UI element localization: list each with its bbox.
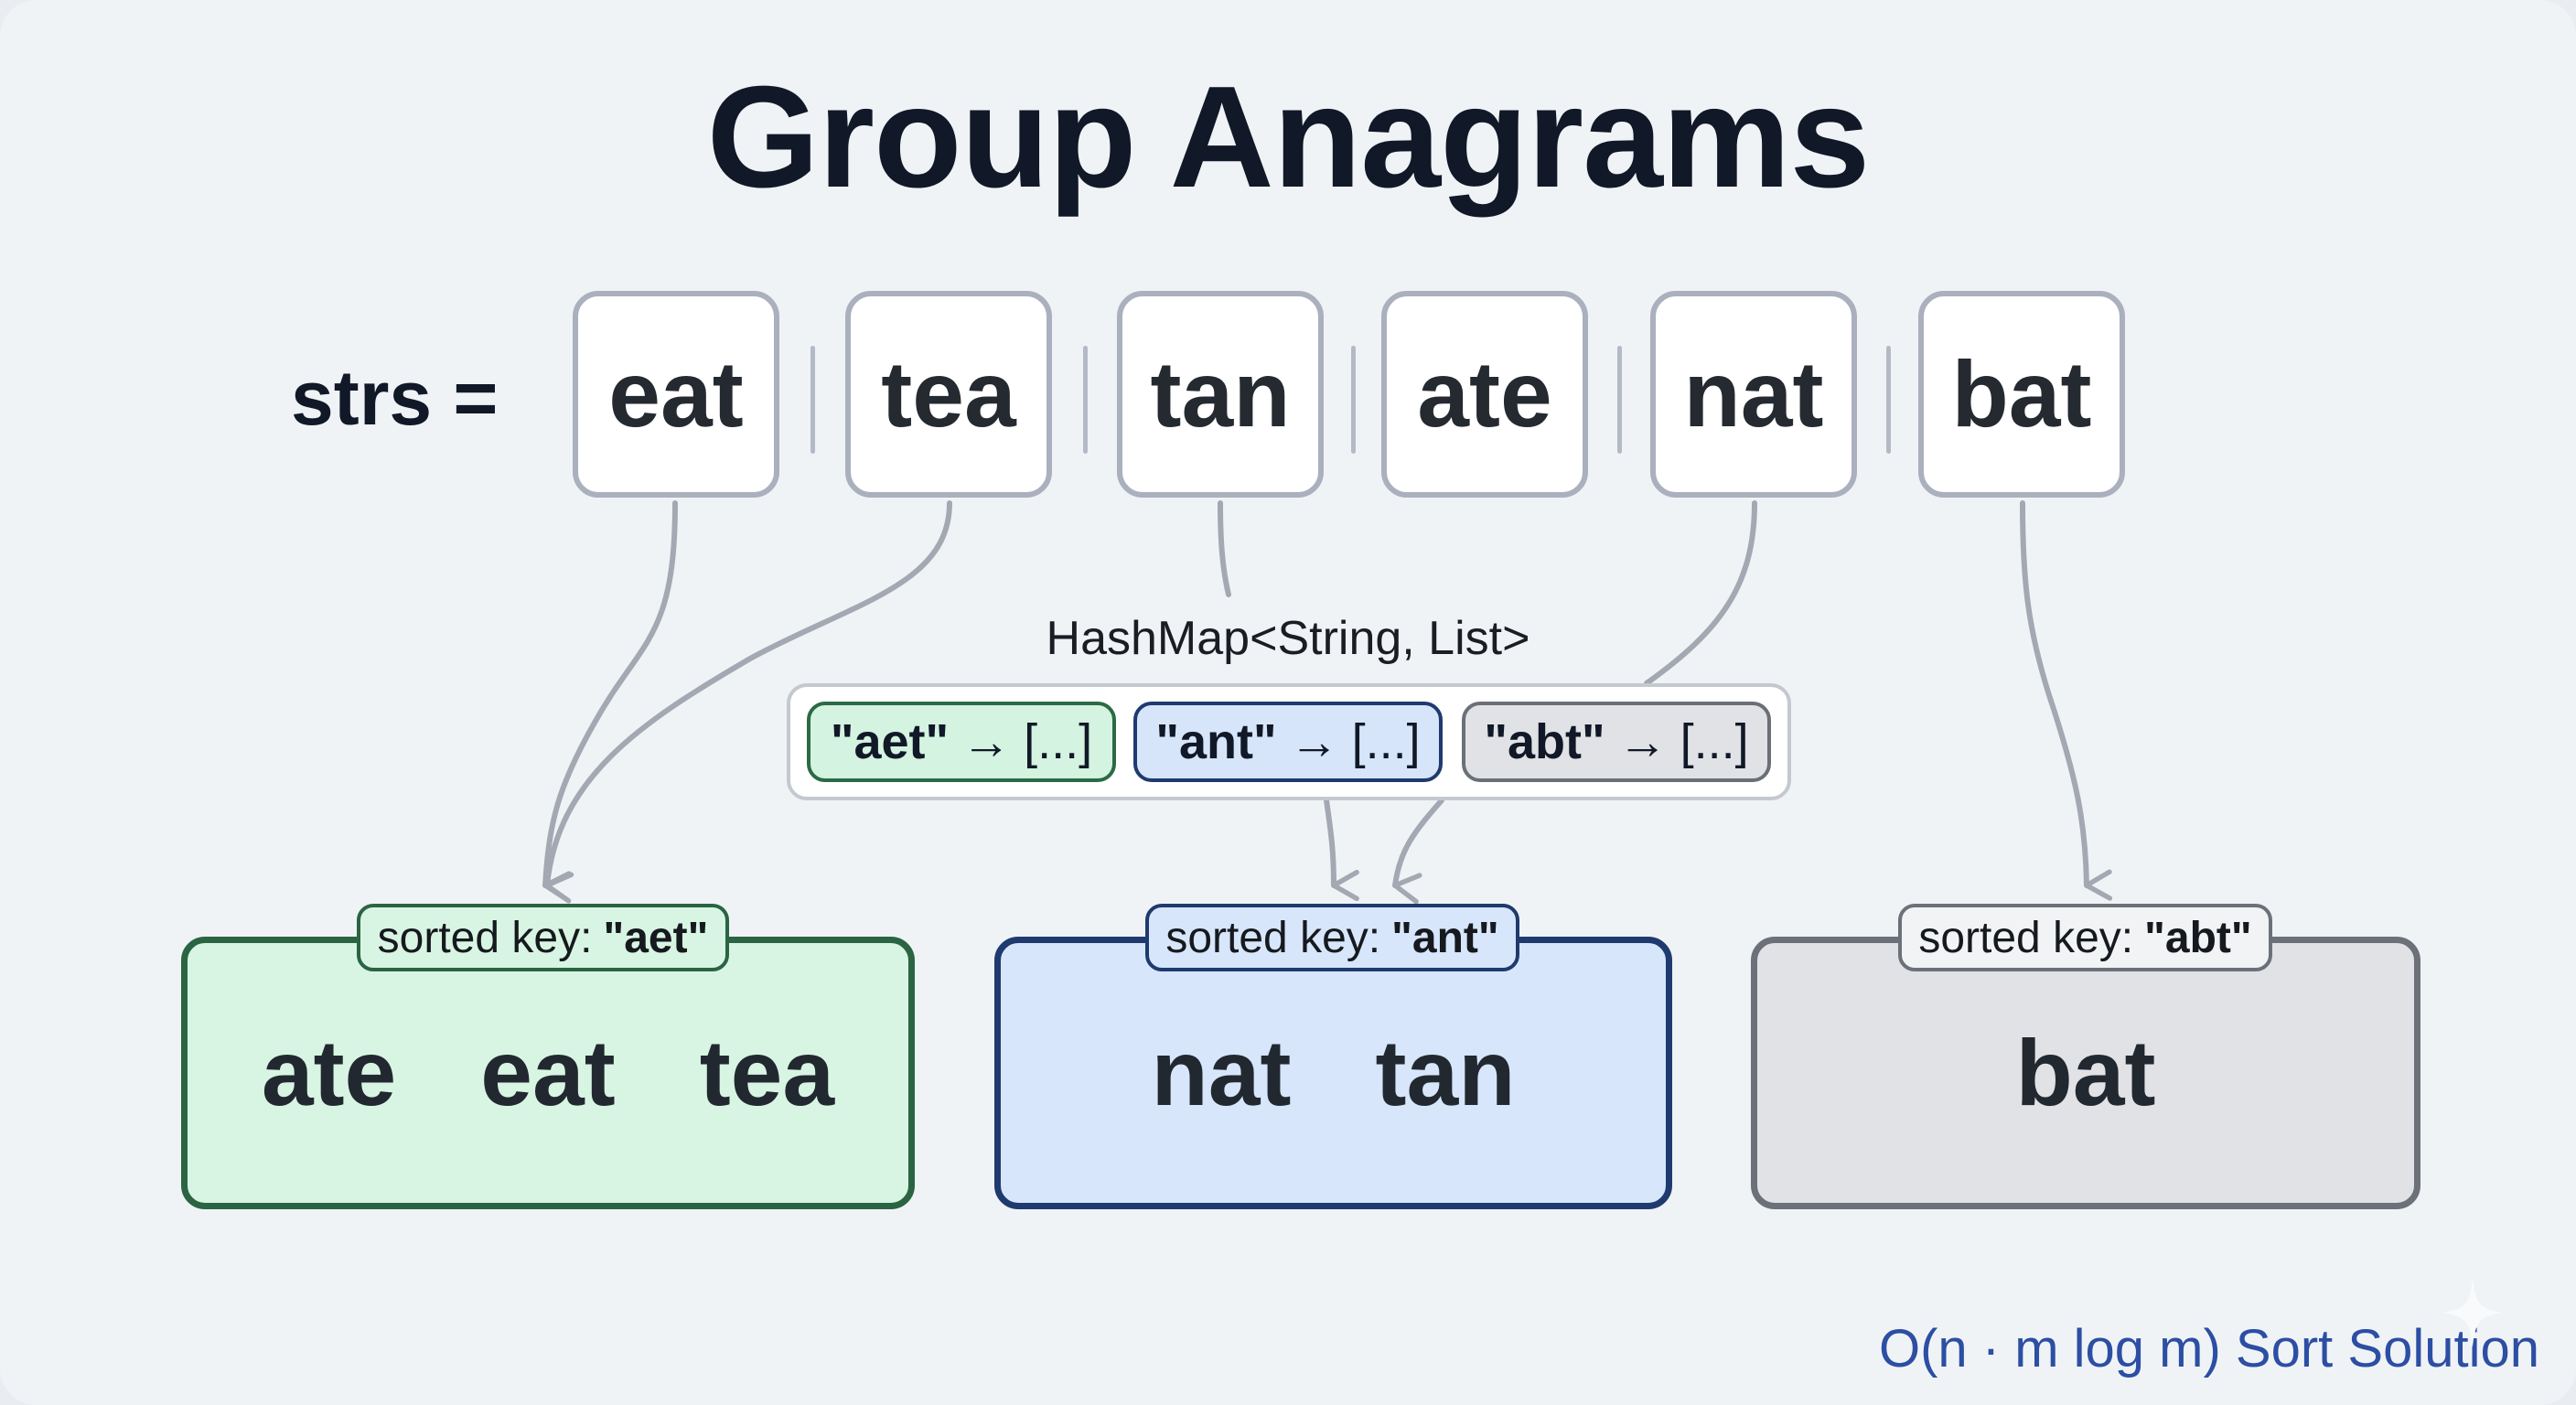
connector-bat [2020, 500, 2113, 901]
hashmap-key: "ant" [1155, 714, 1277, 769]
sorted-key-tag-ant: sorted key: "ant" [1145, 904, 1519, 971]
input-word-box: ate [1381, 291, 1588, 498]
connector-hashmap-ant-1 [1324, 798, 1359, 902]
connector-eat [542, 500, 678, 903]
hashmap-key: "aet" [830, 714, 950, 769]
page-title: Group Anagrams [706, 57, 1871, 218]
group-aet: ate eat tea [181, 937, 915, 1209]
hashmap-value: [...] [1680, 714, 1749, 769]
arrow-right-icon: → [1617, 714, 1668, 769]
hashmap-entry-abt: "abt" → [...] [1462, 702, 1771, 782]
complexity-caption: O(n · m log m) Sort Solution [1879, 1319, 2539, 1378]
connector-tea [544, 500, 952, 904]
group-abt: bat [1751, 937, 2420, 1209]
tag-prefix: sorted key: [1165, 913, 1381, 962]
tag-key: "aet" [603, 913, 709, 962]
array-separator [1351, 346, 1356, 454]
array-separator [810, 346, 815, 454]
connector-tan [1218, 500, 1231, 597]
hashmap-key: "abt" [1484, 714, 1605, 769]
array-separator [1886, 346, 1891, 454]
connector-nat [1644, 500, 1757, 686]
input-word-box: tan [1117, 291, 1324, 498]
connector-hashmap-ant-2 [1392, 798, 1444, 905]
input-word-box: nat [1650, 291, 1857, 498]
input-word-box: tea [845, 291, 1052, 498]
tag-key: "ant" [1391, 913, 1499, 962]
arrow-right-icon: → [1289, 714, 1339, 769]
group-word: tan [1375, 1020, 1516, 1125]
input-array-label: strs = [291, 355, 499, 441]
group-word: bat [2015, 1020, 2156, 1125]
group-word: tea [699, 1020, 835, 1125]
array-separator [1083, 346, 1088, 454]
hashmap-entry-aet: "aet" → [...] [807, 702, 1116, 782]
hashmap-entry-ant: "ant" → [...] [1133, 702, 1443, 782]
arrow-right-icon: → [961, 714, 1012, 769]
hashmap-value: [...] [1351, 714, 1421, 769]
input-word-box: bat [1918, 291, 2125, 498]
tag-prefix: sorted key: [1918, 913, 2134, 962]
array-separator [1617, 346, 1622, 454]
group-word: nat [1151, 1020, 1292, 1125]
hashmap-value: [...] [1024, 714, 1093, 769]
tag-key: "abt" [2144, 913, 2252, 962]
group-ant: nat tan [994, 937, 1672, 1209]
sorted-key-tag-aet: sorted key: "aet" [357, 904, 729, 971]
group-word: ate [261, 1020, 397, 1125]
hashmap-label: HashMap<String, List> [1046, 612, 1530, 665]
sparkle-icon [2442, 1278, 2503, 1347]
group-word: eat [480, 1020, 616, 1125]
sorted-key-tag-abt: sorted key: "abt" [1898, 904, 2272, 971]
input-word-box: eat [573, 291, 779, 498]
tag-prefix: sorted key: [377, 913, 593, 962]
